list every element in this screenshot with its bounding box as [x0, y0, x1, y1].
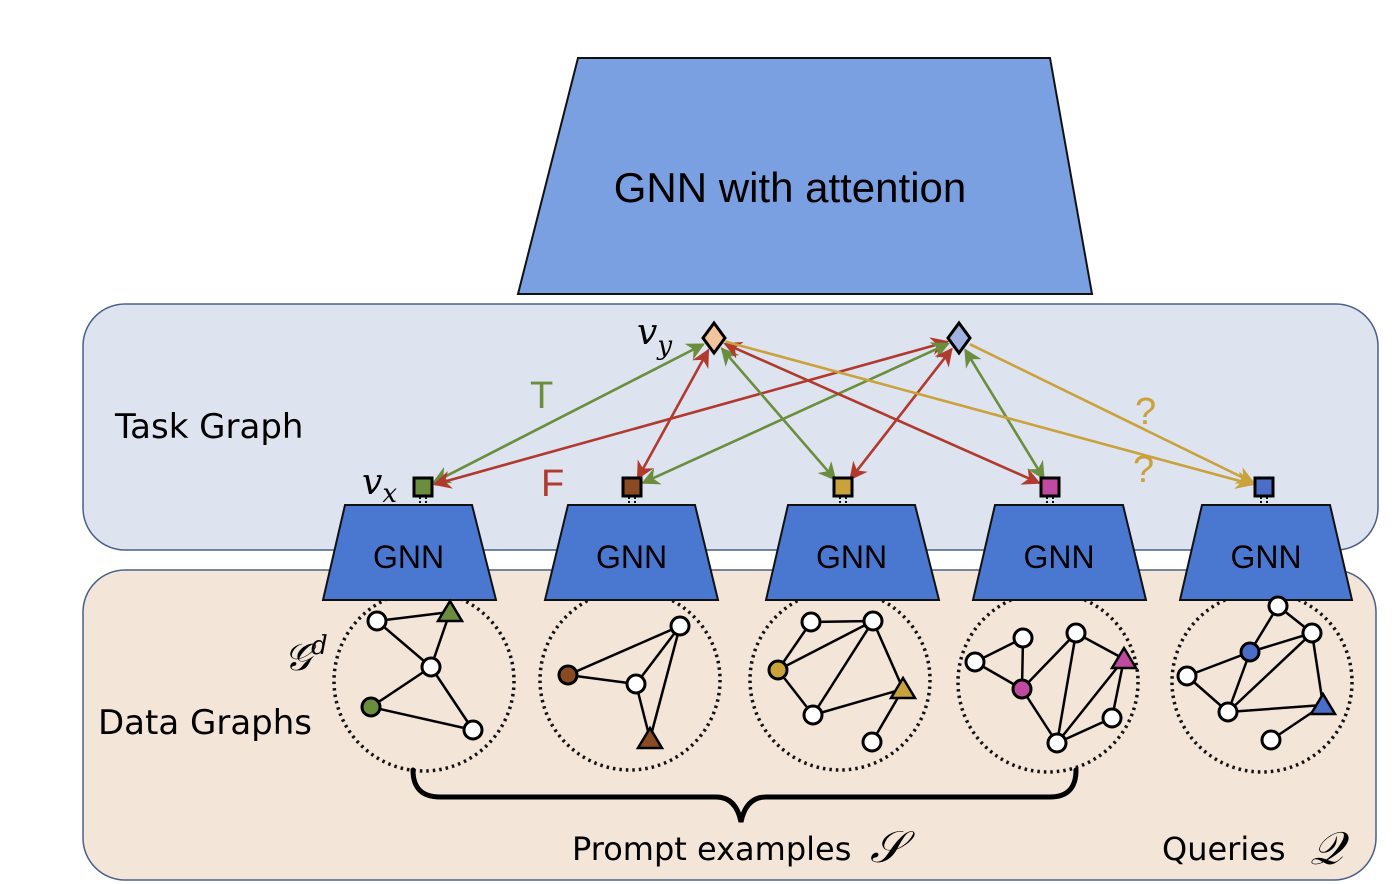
graph-node [861, 731, 883, 753]
graph-edge [567, 624, 681, 677]
graph-edge [871, 620, 905, 690]
graph-node [366, 610, 388, 632]
example-column-1: GNN [321, 476, 516, 773]
edge-label-true: T [530, 375, 553, 417]
task-graph-label: Task Graph [114, 407, 303, 447]
graph-edge [429, 666, 475, 731]
graph-edge [1056, 658, 1125, 744]
graph-node [862, 610, 884, 632]
graph-node [800, 611, 822, 633]
gnn-with-attention-label: GNN with attention [614, 164, 967, 211]
gnn-encoder-block [1178, 504, 1354, 601]
graph-edge [370, 705, 474, 732]
graph-node [1012, 627, 1034, 649]
gnn-encoder-label: GNN [1230, 539, 1301, 575]
task-graph-edges [432, 337, 1255, 489]
graph-node [1101, 707, 1123, 729]
graph-node [1065, 622, 1087, 644]
graph-node [1260, 729, 1282, 751]
example-column-5: GNN [1170, 476, 1354, 774]
graph-node-target [1239, 641, 1261, 663]
graph-edge [376, 610, 451, 623]
graph-node [964, 651, 986, 673]
graph-node-triangle [635, 725, 665, 750]
task-data-node-square [621, 476, 643, 498]
graph-node-triangle [888, 675, 918, 700]
graph-edge [811, 620, 875, 716]
graph-edge [1226, 651, 1252, 713]
graph-node-target [360, 696, 382, 718]
task-edge-5-false-label [969, 342, 1255, 484]
graph-node [625, 673, 647, 695]
graph-edge [370, 665, 432, 709]
graph-edge [1020, 688, 1059, 744]
prompt-examples-label: Prompt examples [572, 830, 851, 868]
task-data-node-square [832, 476, 854, 498]
graph-edge [1021, 632, 1077, 690]
graph-edge [635, 625, 681, 685]
task-data-node-square [412, 476, 434, 498]
prompt-examples-brace [410, 767, 1079, 823]
gnn-encoder-label: GNN [1023, 539, 1094, 575]
graph-node [420, 656, 442, 678]
graph-edge [1227, 632, 1313, 713]
graph-node-target [767, 659, 789, 681]
graph-node [1217, 701, 1239, 723]
graph-node-triangle [1109, 645, 1139, 670]
task-edge-5-true-label [725, 340, 1255, 489]
graph-edge [376, 620, 432, 668]
gnn-encoder-label: GNN [816, 539, 887, 575]
graph-edge [1310, 632, 1325, 706]
gnn-with-attention-block [516, 57, 1094, 295]
graph-node-target [1011, 678, 1033, 700]
example-columns: GNN GNN GNN GNN GNN [321, 476, 1354, 774]
graph-edge [1249, 631, 1313, 654]
v-y-label: vy [637, 312, 672, 361]
graph-node [462, 719, 484, 741]
task-data-node-square [1253, 476, 1275, 498]
gnn-encoder-block [971, 504, 1148, 601]
data-graphs-label: Data Graphs [98, 703, 312, 743]
graph-edge [777, 619, 874, 672]
edge-label-unknown-1: ? [1135, 391, 1156, 433]
graph-node [802, 704, 824, 726]
graph-node [1176, 665, 1198, 687]
edge-label-false: F [541, 463, 564, 505]
graph-node-triangle [1308, 691, 1338, 716]
graph-edge [648, 625, 682, 740]
edge-label-unknown-2: ? [1133, 449, 1154, 491]
queries-label: Queries [1162, 830, 1286, 868]
graph-edge [1055, 632, 1078, 744]
graph-edge [567, 673, 637, 686]
v-x-label: vx [362, 462, 397, 509]
gnn-encoder-block [543, 504, 720, 601]
graph-node [1046, 732, 1068, 754]
label-node-false-diamond [946, 320, 972, 356]
example-column-4: GNN [956, 476, 1148, 774]
graph-node [1301, 622, 1323, 644]
label-node-true-diamond [701, 320, 727, 356]
gnn-encoder-label: GNN [596, 539, 667, 575]
graph-edge [812, 687, 904, 717]
graph-node [669, 615, 691, 637]
example-column-3: GNN [748, 476, 941, 772]
gnn-encoder-label: GNN [373, 539, 444, 575]
gnn-encoder-block [764, 504, 941, 601]
gnn-encoder-block [321, 504, 498, 601]
graph-node-triangle [435, 598, 465, 623]
task-data-node-square [1039, 476, 1061, 498]
graph-node [1267, 595, 1289, 617]
graph-edge [1227, 703, 1324, 714]
task-edge-4-false-label [964, 348, 1045, 481]
graph-edge [1186, 650, 1251, 678]
graph-node-target [557, 664, 579, 686]
example-column-2: GNN [538, 476, 722, 772]
